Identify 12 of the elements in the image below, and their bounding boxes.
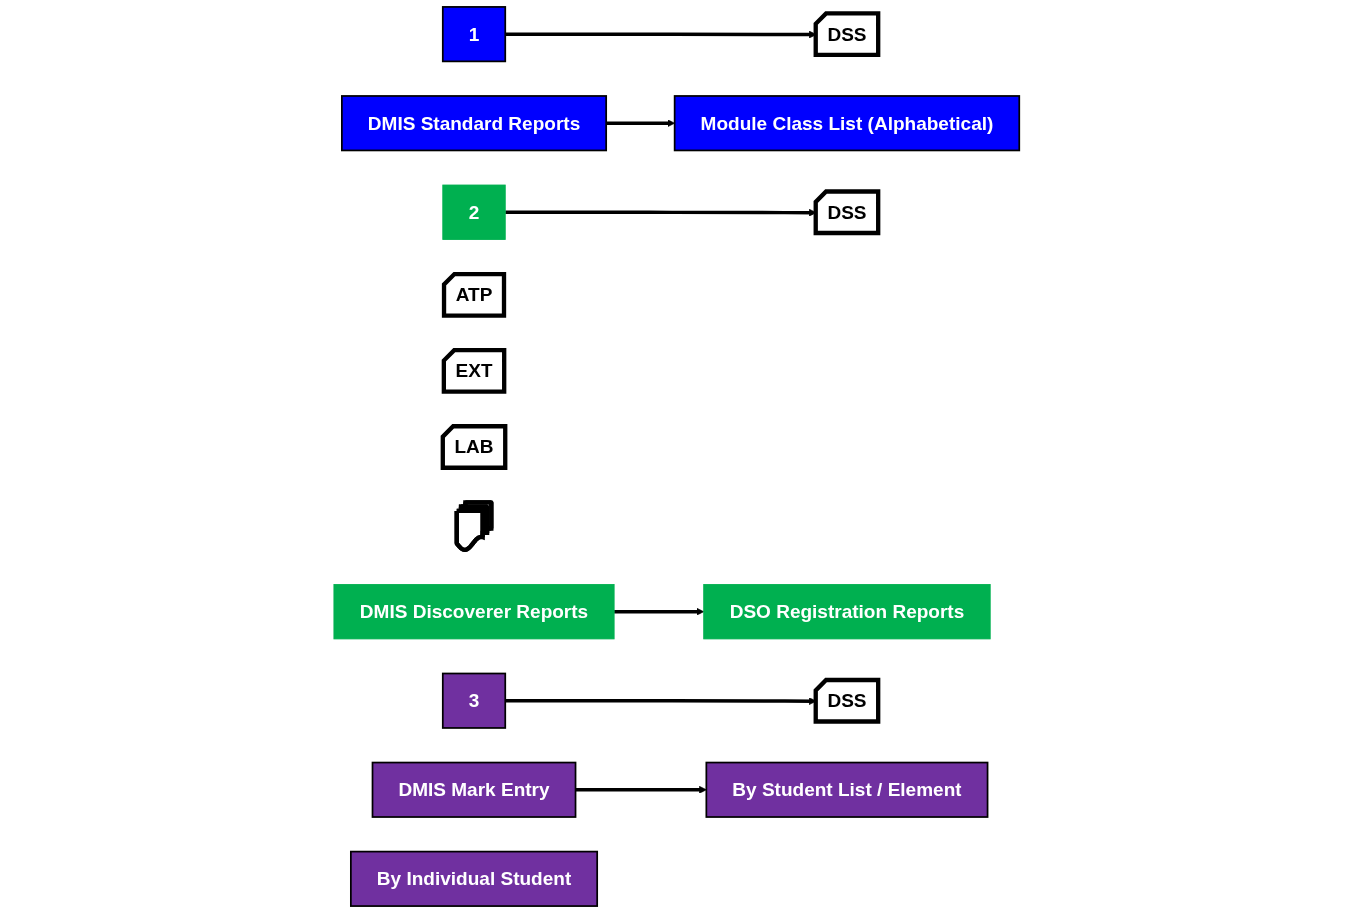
node-box: Module Class List (Alphabetical) bbox=[674, 95, 1021, 152]
arrow bbox=[606, 119, 676, 127]
arrow bbox=[614, 607, 705, 616]
node-box: DMIS Mark Entry bbox=[372, 761, 577, 818]
node-box: By Individual Student bbox=[350, 850, 599, 907]
node-box: 3 bbox=[442, 672, 507, 729]
node-box: By Student List / Element bbox=[705, 761, 989, 818]
node-box: 2 bbox=[442, 184, 507, 240]
node-box: DMIS Discoverer Reports bbox=[333, 584, 615, 640]
node-box: 1 bbox=[442, 6, 507, 63]
node-box: DSO Registration Reports bbox=[703, 584, 992, 640]
node-box: DMIS Standard Reports bbox=[341, 95, 608, 152]
